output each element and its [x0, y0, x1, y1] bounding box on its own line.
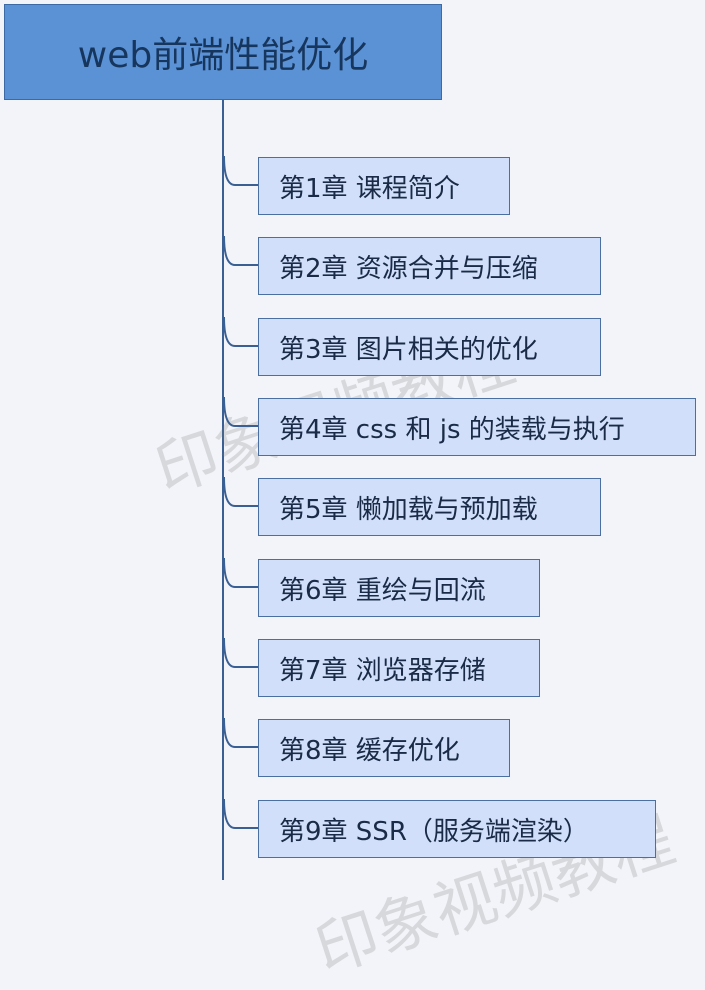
chapter-connector	[223, 638, 259, 670]
chapter-node[interactable]: 第7章 浏览器存储	[258, 639, 540, 697]
chapter-label: 第8章 缓存优化	[279, 735, 460, 766]
chapter-node[interactable]: 第5章 懒加载与预加载	[258, 478, 601, 536]
chapter-label: 第5章 懒加载与预加载	[279, 494, 538, 525]
chapter-node[interactable]: 第3章 图片相关的优化	[258, 318, 601, 376]
chapter-connector	[223, 236, 259, 268]
chapter-connector	[223, 477, 259, 509]
chapter-label: 第6章 重绘与回流	[279, 575, 486, 606]
chapter-connector	[223, 156, 259, 188]
chapter-node[interactable]: 第6章 重绘与回流	[258, 559, 540, 617]
chapter-label: 第1章 课程简介	[279, 173, 460, 204]
chapter-connector	[223, 718, 259, 750]
chapter-node[interactable]: 第1章 课程简介	[258, 157, 510, 215]
chapter-connector	[223, 317, 259, 349]
mindmap-trunk-line	[222, 100, 224, 880]
chapter-connector	[223, 799, 259, 831]
chapter-node[interactable]: 第4章 css 和 js 的装载与执行	[258, 398, 696, 456]
root-topic-node[interactable]: web前端性能优化	[4, 4, 442, 100]
chapter-label: 第2章 资源合并与压缩	[279, 253, 538, 284]
chapter-label: 第4章 css 和 js 的装载与执行	[279, 414, 625, 445]
chapter-connector	[223, 558, 259, 590]
chapter-node[interactable]: 第8章 缓存优化	[258, 719, 510, 777]
chapter-label: 第3章 图片相关的优化	[279, 334, 538, 365]
chapter-node[interactable]: 第9章 SSR（服务端渲染）	[258, 800, 656, 858]
chapter-label: 第7章 浏览器存储	[279, 655, 486, 686]
chapter-node[interactable]: 第2章 资源合并与压缩	[258, 237, 601, 295]
root-topic-label: web前端性能优化	[77, 35, 369, 76]
chapter-connector	[223, 397, 259, 429]
chapter-label: 第9章 SSR（服务端渲染）	[279, 816, 589, 847]
